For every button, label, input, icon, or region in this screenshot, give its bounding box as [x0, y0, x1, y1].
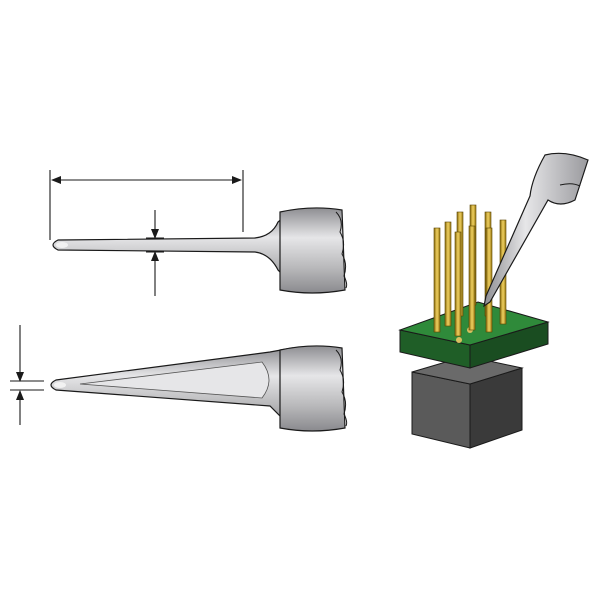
- application-view: [398, 152, 589, 449]
- shaft-diameter-dimension: [146, 210, 164, 296]
- soldering-tip-in-use: [483, 152, 589, 308]
- length-dimension: [49, 170, 244, 240]
- top-tip-view: [52, 207, 348, 294]
- component-body: [411, 355, 524, 449]
- tip-thickness-dimension: [10, 325, 44, 425]
- top-tip-shaft: [52, 210, 293, 286]
- side-tip-sleeve: [279, 345, 346, 432]
- side-tip-view: [50, 345, 348, 432]
- top-tip-point: [56, 242, 68, 248]
- top-tip-sleeve: [279, 207, 346, 294]
